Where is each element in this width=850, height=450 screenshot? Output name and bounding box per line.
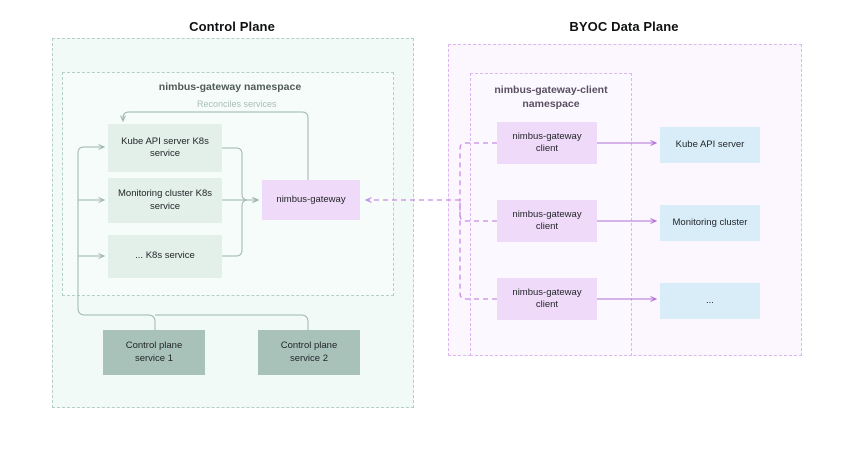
node-control-plane-service-1[interactable]: Control plane service 1	[103, 330, 205, 375]
node-other-k8s-service[interactable]: ... K8s service	[108, 235, 222, 278]
reconciles-services-label: Reconciles services	[197, 99, 277, 109]
node-other-target[interactable]: ...	[660, 283, 760, 319]
node-kube-api-server-k8s-service[interactable]: Kube API server K8s service	[108, 124, 222, 172]
node-kube-api-server[interactable]: Kube API server	[660, 127, 760, 163]
node-nimbus-gateway-client-1[interactable]: nimbus-gateway client	[497, 122, 597, 164]
node-monitoring-cluster-k8s-service[interactable]: Monitoring cluster K8s service	[108, 178, 222, 223]
byoc-data-plane-title: BYOC Data Plane	[569, 19, 679, 34]
nimbus-gateway-namespace-label: nimbus-gateway namespace	[158, 81, 302, 93]
node-nimbus-gateway-client-3[interactable]: nimbus-gateway client	[497, 278, 597, 320]
nimbus-gateway-client-namespace-label: nimbus-gateway-client namespace	[494, 84, 608, 110]
node-monitoring-cluster[interactable]: Monitoring cluster	[660, 205, 760, 241]
node-nimbus-gateway[interactable]: nimbus-gateway	[262, 180, 360, 220]
node-nimbus-gateway-client-2[interactable]: nimbus-gateway client	[497, 200, 597, 242]
control-plane-title: Control Plane	[189, 19, 275, 34]
node-control-plane-service-2[interactable]: Control plane service 2	[258, 330, 360, 375]
